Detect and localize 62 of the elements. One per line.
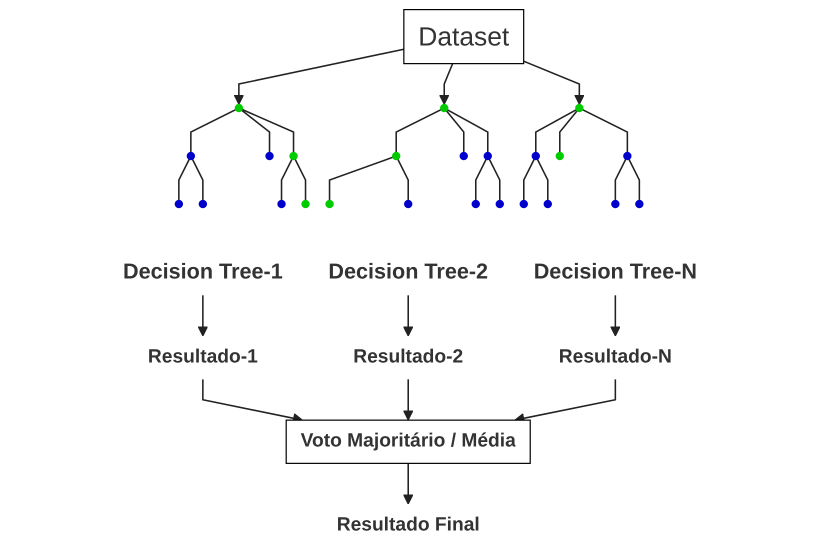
node-circle	[440, 104, 448, 112]
node-circle	[460, 152, 468, 160]
arrow	[234, 48, 404, 105]
connector	[582, 108, 628, 152]
connector	[559, 110, 578, 152]
connector	[190, 108, 236, 152]
connector	[242, 108, 294, 152]
connector	[294, 158, 306, 200]
node-circle	[472, 200, 480, 208]
node-circle	[520, 200, 528, 208]
node-circle	[404, 200, 412, 208]
node-circle	[325, 200, 334, 208]
node-circle	[234, 104, 244, 112]
connector	[328, 156, 394, 200]
connector	[192, 158, 204, 200]
node-text: Resultado-N	[558, 346, 672, 368]
node-circle	[623, 152, 632, 160]
node-text: Resultado-2	[353, 346, 464, 368]
connector	[535, 109, 577, 152]
node-circle	[198, 200, 208, 208]
arrow	[523, 60, 585, 105]
arrow	[402, 463, 414, 505]
connector	[614, 158, 626, 200]
connector	[628, 158, 640, 200]
node-circle	[301, 200, 310, 208]
arrow	[610, 295, 621, 337]
node-circle	[496, 200, 504, 208]
node-box: Dataset	[403, 9, 524, 64]
arrow	[402, 379, 414, 421]
node-box: Voto Majoritário / Média	[286, 420, 531, 464]
node-circle	[392, 152, 400, 160]
node-circle	[635, 200, 644, 208]
connector	[474, 158, 487, 200]
node-circle	[289, 152, 298, 160]
node-text: Decision Tree-1	[122, 259, 283, 284]
node-circle	[556, 152, 564, 160]
connector	[280, 158, 293, 200]
connector	[536, 158, 549, 200]
arrow	[198, 295, 208, 337]
connector	[397, 158, 409, 200]
node-circle	[532, 152, 540, 160]
node-circle	[186, 152, 196, 160]
node-text: Decision Tree-2	[328, 259, 488, 284]
node-circle	[484, 152, 492, 160]
connector	[523, 158, 535, 200]
node-text: Resultado-1	[148, 346, 258, 368]
node-text: Resultado Final	[336, 514, 480, 536]
connector	[447, 109, 489, 152]
connector	[178, 158, 190, 200]
connector	[488, 158, 501, 200]
connector	[446, 110, 465, 152]
node-circle	[611, 200, 620, 208]
arrow	[438, 63, 454, 105]
node-circle	[265, 152, 274, 160]
node-circle	[174, 200, 184, 208]
node-circle	[575, 104, 584, 112]
arrow	[402, 295, 414, 337]
node-circle	[277, 200, 286, 208]
node-text: Decision Tree-N	[534, 259, 698, 284]
node-circle	[544, 200, 552, 208]
connector	[395, 108, 442, 152]
connector	[241, 110, 270, 152]
